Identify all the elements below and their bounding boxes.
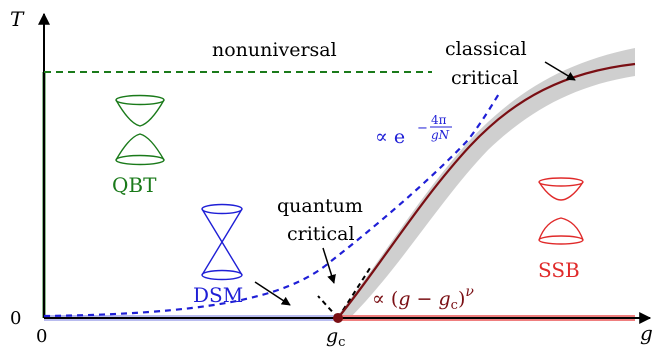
ssb-phase-label: SSB: [538, 258, 580, 282]
dsm-crossover-arrow: [254, 281, 291, 306]
quantum-critical-label-line1: quantum: [277, 195, 363, 217]
qbt-band-icon: [115, 94, 165, 166]
critical-point: [333, 313, 343, 323]
nonuniversal-label: nonuniversal: [212, 39, 337, 61]
y-origin-tick: 0: [10, 308, 21, 329]
exp-denominator-label: gN: [431, 128, 450, 142]
quantum-critical-label-line2: critical: [287, 223, 355, 245]
exp-minus-label: −: [417, 121, 428, 136]
qbt-phase-label: QBT: [112, 173, 157, 197]
dsm-phase-label: DSM: [193, 283, 243, 307]
power-law-formula: ∝ (g − gc)ν: [372, 284, 474, 313]
exp-prop-label: ∝ e: [375, 126, 405, 148]
classical-band: [338, 48, 635, 320]
dsm-crossover-curve: [43, 91, 501, 318]
exponential-scaling-formula: ∝ e − 4π gN: [375, 113, 452, 148]
y-axis-label: T: [10, 7, 25, 31]
x-axis-label: g: [640, 321, 653, 345]
classical-critical-label-line2: critical: [451, 67, 519, 89]
classical-critical-arrow: [544, 61, 576, 81]
classical-critical-label-line1: classical: [445, 38, 527, 60]
ssb-band-icon: [538, 177, 584, 245]
exp-numerator-label: 4π: [431, 113, 447, 127]
dsm-cone-icon: [201, 203, 243, 281]
gc-tick-label: gc: [326, 325, 345, 347]
quantum-critical-arrow: [322, 247, 336, 284]
x-origin-tick: 0: [36, 326, 47, 347]
